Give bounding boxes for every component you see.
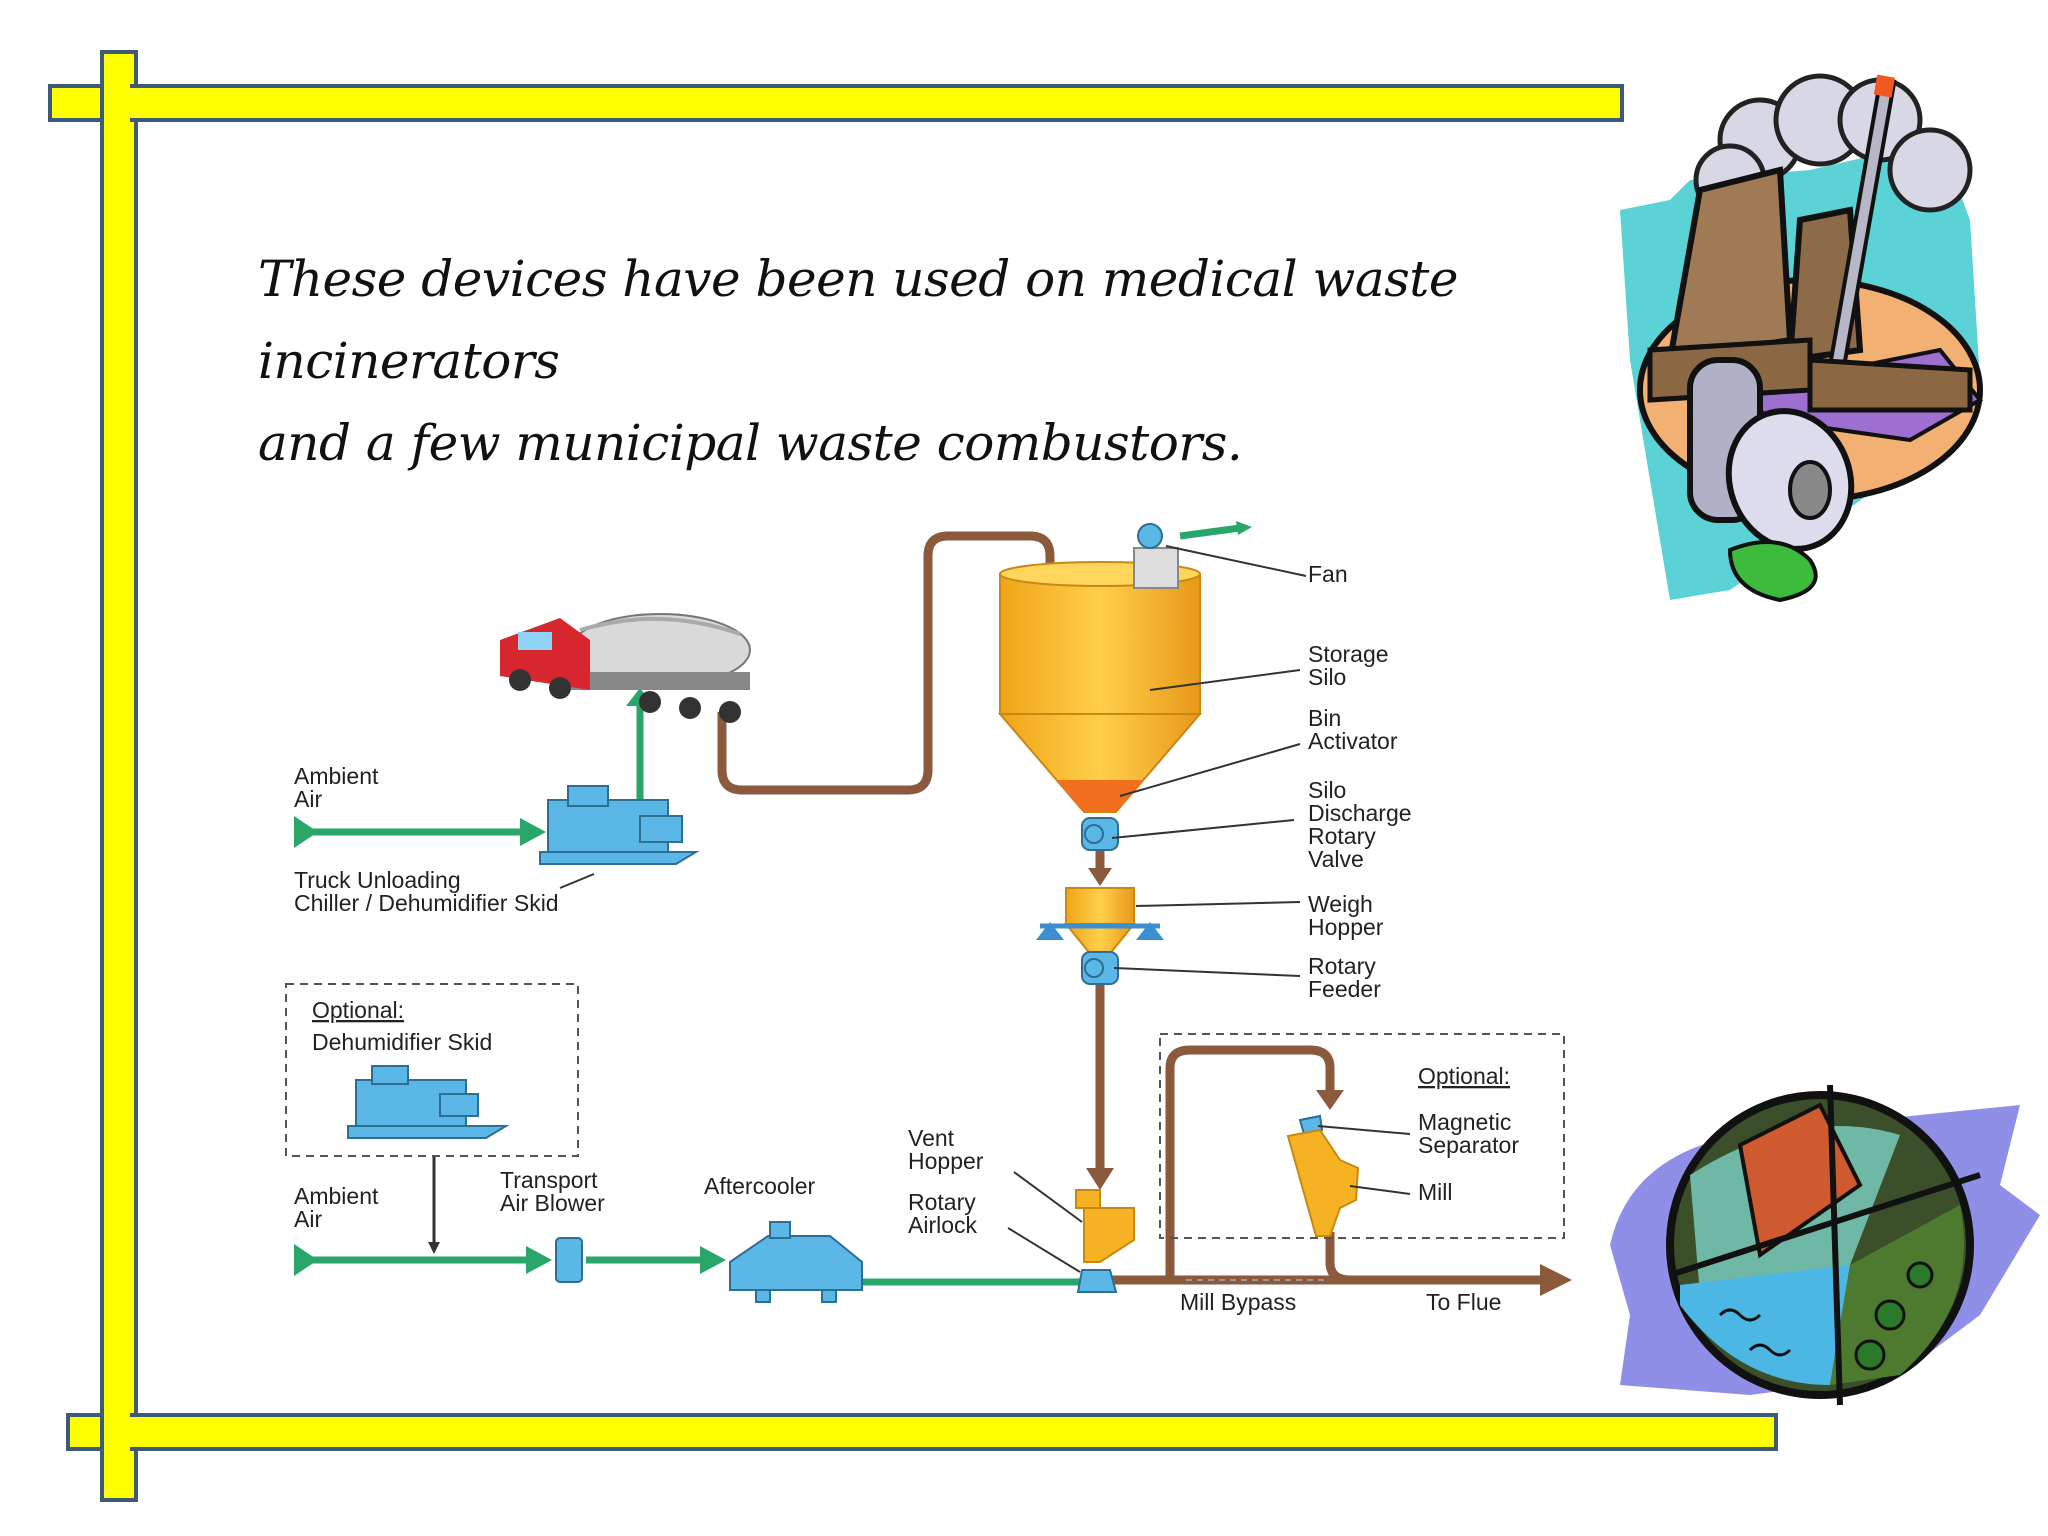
label-rotary-airlock-1: Rotary	[908, 1189, 976, 1215]
label-ambient-air-top-2: Air	[294, 786, 322, 812]
label-ambient-air-bottom-1: Ambient	[294, 1183, 379, 1209]
label-mill-bypass: Mill Bypass	[1180, 1289, 1296, 1315]
magnetic-separator	[1298, 1114, 1324, 1136]
tanker-truck-icon	[500, 613, 751, 723]
fan-icon	[1133, 523, 1179, 589]
label-bin-activator-1: Bin	[1308, 705, 1341, 731]
slide-caption: These devices have been used on medical …	[258, 238, 1558, 484]
rotary-airlock	[1076, 1269, 1118, 1293]
label-dehumidifier-skid: Dehumidifier Skid	[312, 1029, 492, 1055]
label-weigh-hopper-1: Weigh	[1308, 891, 1373, 917]
label-silo-discharge-4: Valve	[1308, 846, 1364, 872]
frame-bottom-bar-overlap	[130, 1413, 1778, 1451]
aftercooler	[729, 1221, 863, 1303]
factory-clipart	[1620, 73, 1984, 603]
caption-line-1: These devices have been used on medical …	[258, 250, 1459, 390]
optional-box-right	[1159, 1033, 1565, 1239]
label-optional-right: Optional:	[1418, 1063, 1510, 1089]
air-lines	[300, 524, 1241, 1286]
weigh-hopper	[1036, 887, 1164, 957]
optional-feed-arrowhead	[428, 1242, 440, 1254]
chiller-dehumidifier-skid	[539, 785, 700, 865]
label-ambient-air-top-1: Ambient	[294, 763, 379, 789]
label-aftercooler: Aftercooler	[704, 1173, 816, 1199]
vent-hopper	[1075, 1189, 1135, 1263]
label-transport-blower-2: Air Blower	[500, 1190, 605, 1216]
caption-line-2: and a few municipal waste combustors.	[258, 414, 1243, 472]
optional-box-left	[285, 983, 579, 1157]
dehumidifier-skid-icon	[347, 1065, 510, 1139]
label-bin-activator-2: Activator	[1308, 728, 1398, 754]
label-silo-discharge-1: Silo	[1308, 777, 1346, 803]
label-truck-unloading-1: Truck Unloading	[294, 867, 461, 893]
label-rotary-airlock-2: Airlock	[908, 1212, 978, 1238]
label-vent-hopper-1: Vent	[908, 1125, 955, 1151]
label-magnetic-separator-2: Separator	[1418, 1132, 1519, 1158]
label-optional-left: Optional:	[312, 997, 404, 1023]
label-silo-discharge-2: Discharge	[1308, 800, 1412, 826]
label-ambient-air-bottom-2: Air	[294, 1206, 322, 1232]
silo-discharge-valve	[1081, 817, 1119, 851]
label-silo-discharge-3: Rotary	[1308, 823, 1376, 849]
leader-lines	[559, 545, 1411, 1273]
rotary-feeder	[1081, 951, 1119, 985]
label-to-flue: To Flue	[1426, 1289, 1501, 1315]
transport-air-blower	[555, 1237, 583, 1283]
label-truck-unloading-2: Chiller / Dehumidifier Skid	[294, 890, 559, 916]
label-storage-silo-2: Silo	[1308, 664, 1346, 690]
label-rotary-feeder-1: Rotary	[1308, 953, 1376, 979]
frame-top-bar-overlap	[130, 84, 1624, 122]
air-arrowheads	[294, 521, 1252, 1276]
label-magnetic-separator-1: Magnetic	[1418, 1109, 1511, 1135]
label-transport-blower-1: Transport	[500, 1167, 598, 1193]
label-rotary-feeder-2: Feeder	[1308, 976, 1381, 1002]
label-mill: Mill	[1418, 1179, 1453, 1205]
globe-clipart	[1610, 1084, 2040, 1406]
mill-icon	[1286, 1128, 1360, 1237]
label-fan: Fan	[1308, 561, 1348, 587]
frame-left-bar	[100, 50, 138, 1502]
label-weigh-hopper-2: Hopper	[1308, 914, 1384, 940]
label-storage-silo-1: Storage	[1308, 641, 1389, 667]
label-vent-hopper-2: Hopper	[908, 1148, 984, 1174]
